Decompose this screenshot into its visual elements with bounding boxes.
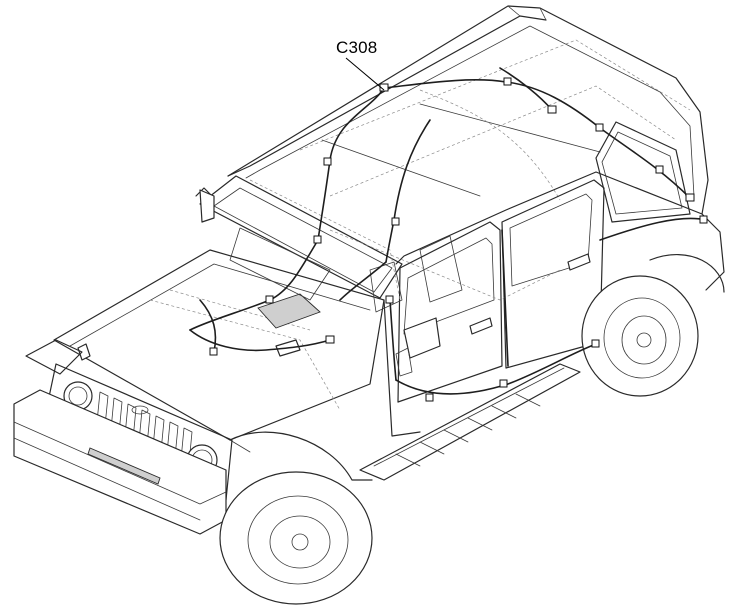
rear-quarter-windows <box>595 121 691 223</box>
running-board <box>359 363 581 481</box>
hardtop-roof <box>227 5 709 215</box>
callout-leader-c308 <box>345 57 385 91</box>
windshield <box>195 175 403 299</box>
interior <box>229 179 561 313</box>
harness-connectors <box>209 77 708 402</box>
front-wheel <box>219 471 373 605</box>
body-side <box>383 171 725 437</box>
front-bumper <box>13 389 227 535</box>
front-fenders <box>25 254 725 481</box>
callout-label-c308: C308 <box>336 38 378 57</box>
rear-wheel <box>581 275 699 397</box>
